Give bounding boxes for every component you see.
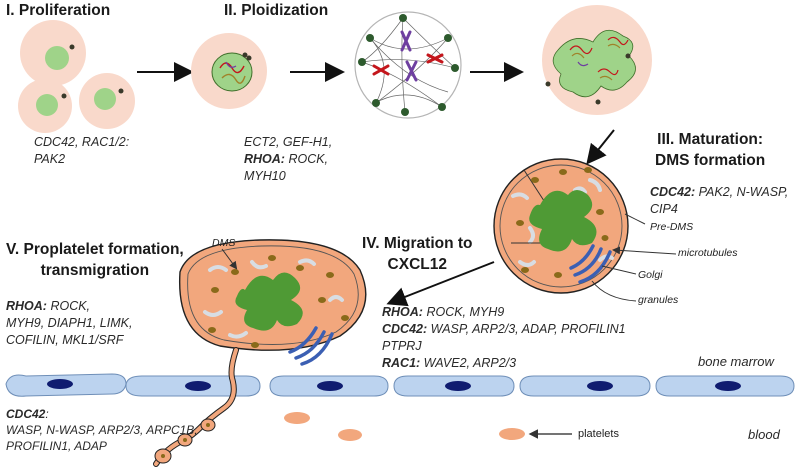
maturation-genes: CDC42: PAK2, N-WASP, CIP4 bbox=[650, 184, 788, 218]
gene-bold: CDC42: bbox=[650, 185, 696, 199]
gene-line: CDC42: PAK2, N-WASP, bbox=[650, 184, 788, 201]
gene-line: RHOA: ROCK, bbox=[6, 298, 132, 315]
gene-line: MYH10 bbox=[244, 168, 286, 183]
gene-line: ECT2, GEF-H1, bbox=[244, 135, 333, 149]
maturing-megakaryocyte bbox=[493, 158, 629, 294]
gene-rest: PTPRJ bbox=[382, 338, 422, 353]
proplatelet-rhoa-genes: RHOA: ROCK, MYH9, DIAPH1, LIMK, COFILIN,… bbox=[6, 298, 132, 349]
gene-bold: CDC42: bbox=[382, 321, 428, 336]
microtubules-label: microtubules bbox=[678, 247, 738, 259]
gene-line: PTPRJ bbox=[382, 338, 626, 355]
stage-line: CXCL12 bbox=[387, 255, 447, 273]
stage-i-title: I. Proliferation bbox=[6, 2, 111, 19]
gene-line: CDC42, RAC1/2: bbox=[34, 135, 130, 149]
stage-line: transmigration bbox=[40, 261, 150, 279]
proplatelet-cdc42-genes: CDC42: WASP, N-WASP, ARP2/3, ARPC1B, PRO… bbox=[6, 406, 198, 455]
dms-label: DMS bbox=[212, 237, 236, 249]
proliferating-cells bbox=[18, 20, 135, 133]
gene-line: RHOA: ROCK, bbox=[244, 151, 332, 168]
gene-rest: PAK2, N-WASP, bbox=[695, 185, 789, 199]
migration-genes: RHOA: ROCK, MYH9 CDC42: WASP, ARP2/3, AD… bbox=[382, 304, 626, 372]
gene-rest: WAVE2, ARP2/3 bbox=[420, 355, 517, 370]
polyploid-cell bbox=[542, 5, 652, 115]
gene-rest: WASP, ARP2/3, ADAP, PROFILIN1 bbox=[427, 321, 626, 336]
centrosome-dot bbox=[69, 44, 75, 50]
gene-line: CDC42: WASP, ARP2/3, ADAP, PROFILIN1 bbox=[382, 321, 626, 338]
bone-marrow-label: bone marrow bbox=[698, 354, 774, 369]
ploidization-genes: ECT2, GEF-H1, RHOA: ROCK, MYH10 bbox=[244, 134, 332, 185]
golgi-pointer bbox=[601, 265, 637, 275]
platelets bbox=[284, 412, 525, 441]
centrosome-dot bbox=[118, 88, 124, 94]
gene-rest: ROCK, MYH9 bbox=[422, 305, 505, 319]
stage-iv-title: IV. Migration to CXCL12 bbox=[362, 234, 473, 276]
golgi-apparatus bbox=[288, 326, 334, 366]
progenitor-nucleus bbox=[36, 94, 58, 116]
stage-ii-title: II. Ploidization bbox=[224, 2, 329, 19]
proliferation-genes: CDC42, RAC1/2: PAK2 bbox=[34, 134, 129, 168]
stage-v-title: V. Proplatelet formation, transmigration bbox=[6, 240, 184, 282]
gene-line: CDC42: bbox=[6, 406, 198, 422]
gene-rest: : bbox=[45, 407, 49, 421]
gene-line: RHOA: ROCK, MYH9 bbox=[382, 304, 626, 321]
gene-line: WASP, N-WASP, ARP2/3, ARPC1B, bbox=[6, 423, 198, 438]
mk-nucleus bbox=[235, 272, 303, 331]
platelets-label: platelets bbox=[578, 428, 619, 440]
gene-bold: RAC1: bbox=[382, 355, 421, 370]
centrosome-dot bbox=[61, 93, 67, 99]
gene-line: COFILIN, MKL1/SRF bbox=[6, 332, 124, 347]
gene-bold: CDC42 bbox=[6, 407, 46, 421]
gene-rest: ROCK, bbox=[46, 299, 91, 313]
progenitor-nucleus bbox=[94, 88, 116, 110]
granules-pointer bbox=[591, 280, 637, 302]
gene-line: CIP4 bbox=[650, 201, 678, 216]
gene-line: PAK2 bbox=[34, 151, 66, 166]
gene-rest: ROCK, bbox=[284, 151, 329, 166]
proplatelet-megakaryocyte bbox=[153, 239, 367, 467]
pre-dms-pointer bbox=[624, 213, 646, 225]
golgi-apparatus bbox=[569, 244, 612, 284]
progenitor-nucleus bbox=[45, 46, 69, 70]
gene-bold: RHOA: bbox=[6, 299, 47, 313]
golgi-label: Golgi bbox=[638, 269, 663, 281]
dms-pointer bbox=[221, 248, 238, 270]
microtubules-pointer bbox=[612, 246, 677, 255]
stage-line: III. Maturation: bbox=[657, 131, 764, 148]
stage-line: V. Proplatelet formation, bbox=[6, 241, 184, 258]
gene-bold: RHOA: bbox=[382, 305, 423, 319]
chromosome-red bbox=[372, 53, 444, 76]
stage-iii-title: III. Maturation: DMS formation bbox=[655, 130, 765, 172]
arrow-iii-to-v bbox=[386, 261, 495, 307]
alpha-granules bbox=[208, 255, 349, 348]
mk-nucleus bbox=[529, 190, 597, 252]
ploidization-cell bbox=[191, 33, 267, 109]
gene-line: PROFILIN1, ADAP bbox=[6, 439, 107, 454]
pre-dms-label: Pre-DMS bbox=[650, 221, 694, 233]
gene-line: RAC1: WAVE2, ARP2/3 bbox=[382, 355, 626, 372]
mitotic-spindle-cell bbox=[354, 11, 462, 119]
arrow-ii-to-iii bbox=[586, 129, 615, 165]
chromosome-purple bbox=[400, 30, 418, 82]
stage-line: DMS formation bbox=[655, 151, 766, 169]
endothelium bbox=[5, 373, 795, 397]
blood-label: blood bbox=[748, 427, 780, 442]
stage-line: IV. Migration to bbox=[362, 235, 473, 252]
granules-label: granules bbox=[638, 294, 679, 306]
gene-line: MYH9, DIAPH1, LIMK, bbox=[6, 315, 133, 330]
endothelial-nucleus bbox=[47, 379, 741, 391]
alpha-granules bbox=[516, 167, 609, 278]
gene-bold: RHOA: bbox=[244, 151, 285, 166]
